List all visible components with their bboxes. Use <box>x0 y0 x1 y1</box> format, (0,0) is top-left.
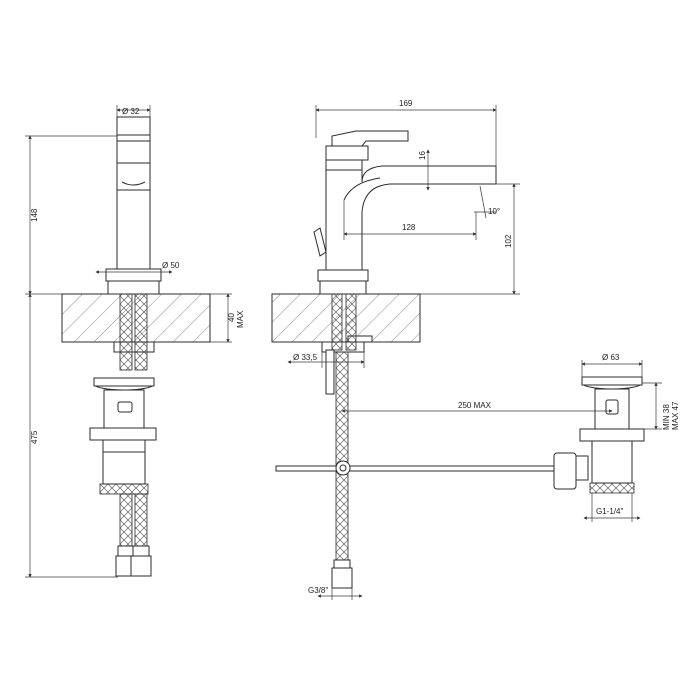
dim-10-deg: 10° <box>488 207 500 216</box>
dim-40: 40 <box>227 313 236 322</box>
faucet-base-side <box>317 269 369 282</box>
dim-d63: Ø 63 <box>602 353 620 362</box>
faucet-base-front <box>105 268 162 282</box>
side-view: 169 16 10° 128 102 Ø 33,5 250 MAX Ø 63 <box>271 99 680 600</box>
faucet-lever-side <box>331 130 409 147</box>
flex-hose-left-2 <box>134 293 148 371</box>
dim-d33-5: Ø 33,5 <box>293 353 318 362</box>
dim-16: 16 <box>418 151 427 160</box>
dim-d50: Ø 50 <box>162 261 180 270</box>
dim-d32: Ø 32 <box>122 107 140 116</box>
dim-g3-8: G3/8" <box>308 586 328 595</box>
dim-40-max: MAX <box>236 310 245 328</box>
front-view: Ø 32 Ø 50 148 475 40 MAX <box>25 105 245 578</box>
dim-max47: MAX 47 <box>671 401 680 430</box>
flex-hose-left-1 <box>119 293 133 371</box>
dim-169: 169 <box>399 99 413 108</box>
faucet-body-front <box>116 140 151 270</box>
flex-hose-side <box>335 351 349 561</box>
dim-475: 475 <box>30 430 39 444</box>
faucet-handle-front <box>116 116 151 142</box>
faucet-body-side <box>325 159 497 271</box>
popup-rod <box>275 465 563 472</box>
dim-102: 102 <box>504 234 513 248</box>
dim-250-max: 250 MAX <box>458 401 492 410</box>
dim-min38: MIN 38 <box>662 404 671 430</box>
dim-g1-1-4: G1-1/4" <box>596 507 623 516</box>
drain-assembly-right <box>553 376 645 494</box>
dim-148: 148 <box>30 208 39 222</box>
dim-128: 128 <box>402 223 416 232</box>
